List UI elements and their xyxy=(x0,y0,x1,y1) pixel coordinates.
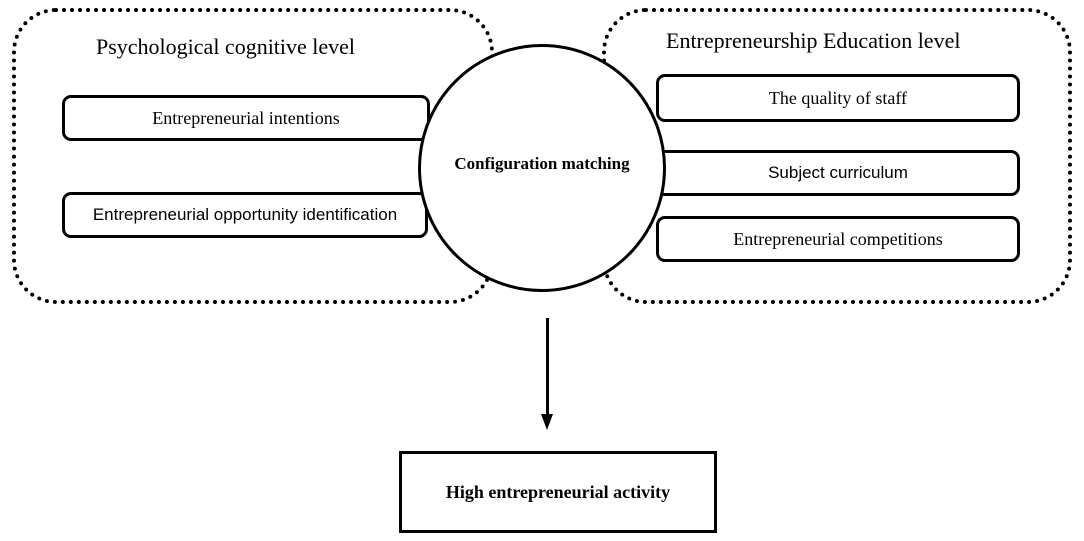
configuration-matching-label: Configuration matching xyxy=(454,154,630,173)
factor-entrepreneurial-competitions: Entrepreneurial competitions xyxy=(656,216,1020,262)
factor-label: The quality of staff xyxy=(768,87,908,108)
psychological-cognitive-title: Psychological cognitive level xyxy=(96,34,356,59)
factor-entrepreneurial-intentions: Entrepreneurial intentions xyxy=(62,95,430,141)
psychological-cognitive-group xyxy=(12,8,494,304)
factor-label: Entrepreneurial competitions xyxy=(733,228,943,249)
factor-subject-curriculum: Subject curriculum xyxy=(656,150,1020,196)
factor-label: Entrepreneurial opportunity identificati… xyxy=(92,205,398,224)
arrow-down-icon xyxy=(541,414,553,430)
factor-label: Subject curriculum xyxy=(768,163,908,182)
arrow-line xyxy=(546,318,549,416)
configuration-matching-circle: Configuration matching xyxy=(418,44,666,292)
factor-opportunity-identification: Entrepreneurial opportunity identificati… xyxy=(62,192,428,238)
factor-label: Entrepreneurial intentions xyxy=(152,107,340,128)
factor-quality-of-staff: The quality of staff xyxy=(656,74,1020,122)
outcome-box: High entrepreneurial activity xyxy=(399,451,717,533)
outcome-label: High entrepreneurial activity xyxy=(445,481,671,502)
entrepreneurship-education-title: Entrepreneurship Education level xyxy=(666,28,961,53)
